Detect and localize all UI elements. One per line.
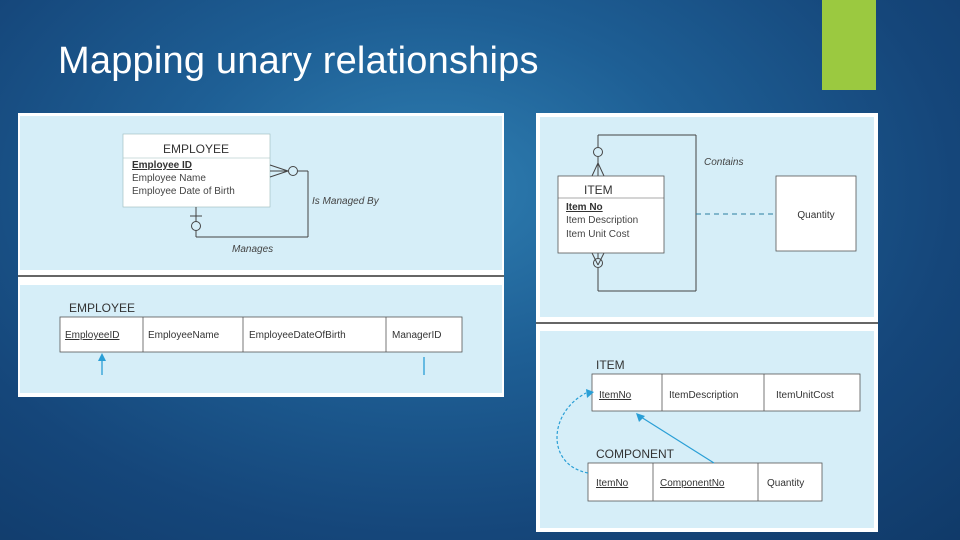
employee-entity-box	[122, 133, 271, 208]
component-relation-table	[587, 462, 823, 502]
item-entity-name: ITEM	[584, 183, 613, 197]
manages-label: Manages	[232, 244, 273, 255]
employee-id-attribute: Employee ID	[132, 160, 192, 171]
component-quantity-column: Quantity	[767, 478, 804, 489]
component-no-column: ComponentNo	[660, 478, 725, 489]
component-relation-name: COMPONENT	[596, 447, 675, 461]
employee-dob-column: EmployeeDateOfBirth	[249, 330, 346, 341]
item-unit-cost-attribute: Item Unit Cost	[566, 229, 630, 240]
slide-title: Mapping unary relationships	[58, 40, 539, 82]
contains-relationship-line	[591, 134, 697, 292]
employee-name-attribute: Employee Name	[132, 173, 206, 184]
item-description-attribute: Item Description	[566, 215, 638, 226]
employee-dob-attribute: Employee Date of Birth	[132, 186, 235, 197]
item-figure-panel: ITEM Item No Item Description Item Unit …	[536, 113, 878, 532]
accent-bar	[822, 0, 876, 90]
contains-label: Contains	[704, 157, 743, 168]
quantity-entity-box	[775, 175, 857, 252]
employee-name-column: EmployeeName	[148, 330, 220, 341]
employee-figure-panel: EMPLOYEE Employee ID Employee Name Emplo…	[18, 113, 504, 397]
is-managed-by-label: Is Managed By	[312, 196, 380, 207]
item-no-column: ItemNo	[599, 390, 632, 401]
item-description-column: ItemDescription	[669, 390, 738, 401]
item-entity-box	[557, 175, 665, 254]
item-relation-name: ITEM	[596, 358, 625, 372]
unary-relationship-line	[190, 164, 309, 238]
employee-entity-name: EMPLOYEE	[163, 142, 229, 156]
quantity-attribute: Quantity	[797, 210, 834, 221]
employee-id-column: EmployeeID	[65, 330, 119, 341]
employee-relation-name: EMPLOYEE	[69, 301, 135, 315]
employee-relation-table	[59, 316, 463, 353]
component-item-no-column: ItemNo	[596, 478, 629, 489]
item-unit-cost-column: ItemUnitCost	[776, 390, 834, 401]
foreign-key-arrows	[556, 392, 715, 474]
item-no-attribute: Item No	[566, 202, 603, 213]
manager-id-column: ManagerID	[392, 330, 441, 341]
foreign-key-arrow	[98, 353, 425, 375]
